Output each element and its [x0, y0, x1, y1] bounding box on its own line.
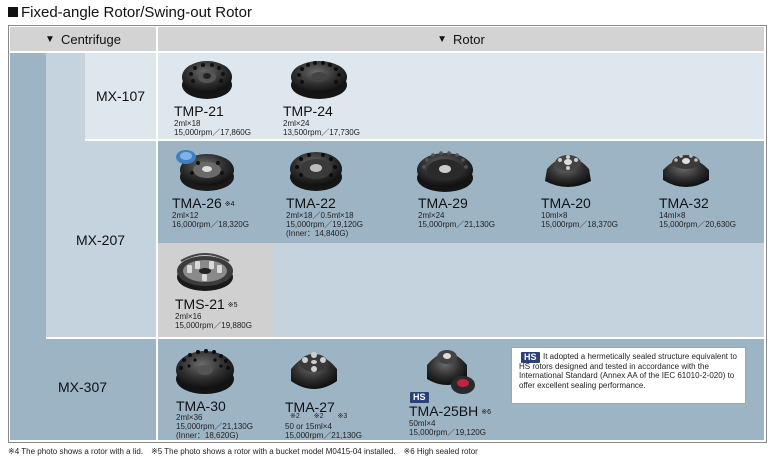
- rotor-tmp21-speed: 15,000rpm／17,860G: [174, 128, 251, 137]
- column-divider: [156, 53, 158, 440]
- rotor-tma26-name: TMA-26※4: [172, 195, 235, 211]
- rotor-tms21-name: TMS-21※5: [175, 296, 238, 312]
- rotor-tma20-capacity: 10ml×8: [541, 211, 568, 220]
- rotor-tma29-capacity: 2ml×24: [418, 211, 445, 220]
- rotor-tma32-name: TMA-32: [659, 195, 709, 211]
- rotor-tms21-capacity: 2ml×16: [175, 312, 202, 321]
- rotor-tma22-image: [290, 152, 342, 191]
- rotor-tmp21-name: TMP-21: [174, 103, 224, 119]
- rotor-tmp24-capacity: 2ml×24: [283, 119, 310, 128]
- centrifuge-header: ▼Centrifuge: [10, 27, 156, 51]
- hs-badge: HS: [410, 392, 429, 403]
- rotor-tma32-speed: 15,000rpm／20,630G: [659, 220, 736, 229]
- row-divider: [85, 139, 764, 141]
- hs-info-text: It adopted a hermetically sealed structu…: [519, 352, 737, 390]
- model-mx207: MX-207: [76, 232, 126, 248]
- rotor-tma25bh-capacity: 50ml×4: [409, 419, 436, 428]
- rotor-tma29-image: [417, 151, 473, 192]
- hs-info-badge: HS: [521, 352, 540, 363]
- rotor-tma30-name: TMA-30: [176, 398, 226, 414]
- triangle-down-icon: ▼: [45, 33, 55, 45]
- rotor-tma25bh-speed: 15,000rpm／19,120G: [409, 428, 486, 437]
- rotor-tms21-image: [177, 253, 233, 291]
- model-mx307: MX-307: [58, 379, 108, 395]
- rotor-tma32-image: [663, 154, 709, 187]
- rotor-tma27-name: TMA-27: [285, 399, 335, 415]
- rotor-tma27-capacity: 50 or 15ml×4: [285, 422, 332, 431]
- rotor-tma22-capacity: 2ml×18／0.5ml×18: [286, 211, 354, 220]
- rotor-tma30-image: [176, 349, 234, 394]
- triangle-down-icon: ▼: [437, 33, 448, 45]
- rotor-tma26-image: [176, 150, 234, 191]
- row-divider: [46, 337, 764, 339]
- page-title: Fixed-angle Rotor/Swing-out Rotor: [8, 4, 252, 21]
- rotor-tmp21-capacity: 2ml×18: [174, 119, 201, 128]
- rotor-tma32-capacity: 14ml×8: [659, 211, 686, 220]
- rotor-tma22-speed: 15,000rpm／19,120G: [286, 220, 363, 229]
- rotor-tmp24-speed: 13,500rpm／17,730G: [283, 128, 360, 137]
- rotor-tma22-inner: (Inner：14,840G): [286, 229, 349, 238]
- rotor-tma26-capacity: 2ml×12: [172, 211, 199, 220]
- rotor-tmp24-image: [291, 61, 347, 99]
- rotor-tma25bh-name: TMA-25BH※6: [409, 403, 491, 419]
- rotor-tma30-capacity: 2ml×36: [176, 413, 203, 422]
- rotor-tmp21-image: [182, 61, 232, 99]
- rotor-tma22-name: TMA-22: [286, 195, 336, 211]
- rotor-tma20-name: TMA-20: [541, 195, 591, 211]
- footnotes: ※4 The photo shows a rotor with a lid. ※…: [8, 447, 478, 456]
- rotor-tma30-speed: 15,000rpm／21,130G: [176, 422, 253, 431]
- rotor-tms21-speed: 15,000rpm／19,880G: [175, 321, 252, 330]
- rotor-tma25bh-image: [427, 350, 475, 394]
- rotor-tma20-image: [545, 155, 591, 187]
- rotor-tma27-speed: 15,000rpm／21,130G: [285, 431, 362, 440]
- rotor-tma29-name: TMA-29: [418, 195, 468, 211]
- rotor-tma29-speed: 15,000rpm／21,130G: [418, 220, 495, 229]
- hs-info-box: [511, 347, 746, 404]
- rotor-header: ▼Rotor: [158, 27, 764, 51]
- rotor-tma20-speed: 15,000rpm／18,370G: [541, 220, 618, 229]
- model-mx107: MX-107: [96, 88, 146, 104]
- rotor-tma27-image: [291, 352, 337, 389]
- rotor-tma26-speed: 16,000rpm／18,320G: [172, 220, 249, 229]
- rotor-tma27-subnotes: ※2 ※2 ※3: [290, 413, 348, 420]
- rotor-tma30-inner: (Inner：18,620G): [176, 431, 239, 440]
- rotor-tmp24-name: TMP-24: [283, 103, 333, 119]
